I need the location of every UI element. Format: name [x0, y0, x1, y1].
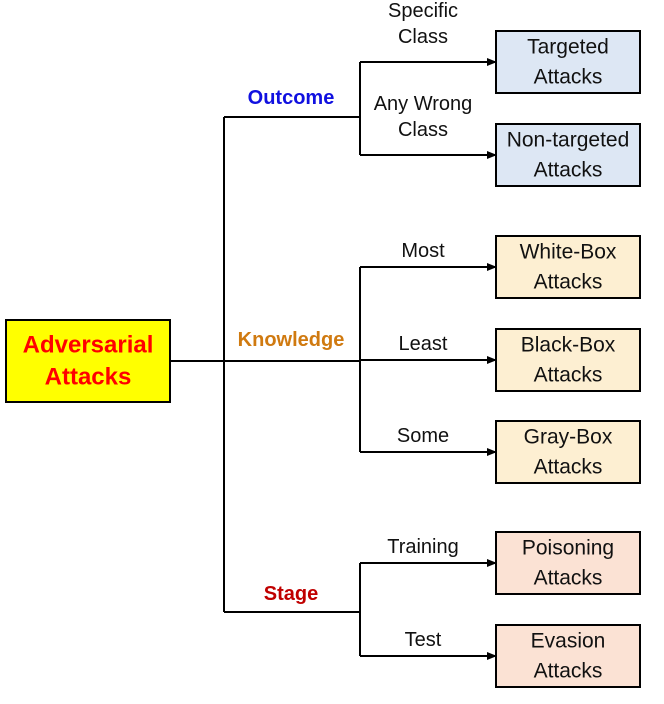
node-boxes: [5, 30, 641, 688]
category-label-stage: Stage: [264, 583, 318, 605]
leaf-node-label-line: Attacks: [534, 159, 603, 182]
connector-lines: [170, 58, 497, 660]
leaf-node-box: [495, 123, 641, 187]
edge-label-line: Some: [397, 425, 449, 447]
leaf-node-label-line: Targeted: [527, 36, 609, 59]
leaf-node-label-line: Attacks: [534, 456, 603, 479]
root-node-label-line: Attacks: [45, 364, 132, 391]
root-node-box: [5, 319, 171, 403]
edge-label-line: Most: [401, 240, 445, 262]
root-node-label-line: Adversarial: [23, 332, 154, 359]
leaf-node-label-line: Black-Box: [521, 334, 616, 357]
category-label-outcome: Outcome: [248, 87, 335, 109]
leaf-node-label-line: Attacks: [534, 66, 603, 89]
leaf-node-label-line: Evasion: [531, 630, 606, 653]
edge-label-line: Class: [398, 26, 448, 48]
edge-label-line: Specific: [388, 0, 458, 22]
edge-label-line: Training: [387, 536, 459, 558]
edge-label-line: Least: [399, 333, 448, 355]
edge-label: Most: [401, 240, 445, 262]
edge-label: Training: [387, 536, 459, 558]
edge-label: Some: [397, 425, 449, 447]
leaf-node-label-line: Non-targeted: [507, 129, 630, 152]
edge-label-line: Class: [398, 119, 448, 141]
leaf-node-label-line: Attacks: [534, 364, 603, 387]
leaf-node-label-line: Attacks: [534, 271, 603, 294]
edge-label: Test: [405, 629, 442, 651]
edge-label-line: Test: [405, 629, 442, 651]
leaf-node-label-line: Gray-Box: [524, 426, 613, 449]
leaf-node-box: [495, 420, 641, 484]
leaf-node-box: [495, 235, 641, 299]
leaf-node-label-line: White-Box: [520, 241, 617, 264]
leaf-node-label-line: Attacks: [534, 567, 603, 590]
leaf-node-label-line: Poisoning: [522, 537, 614, 560]
leaf-node-box: [495, 328, 641, 392]
leaf-node-box: [495, 531, 641, 595]
edge-label: Least: [399, 333, 448, 355]
leaf-node-label-line: Attacks: [534, 660, 603, 683]
edge-label-line: Any Wrong: [374, 93, 473, 115]
leaf-node-box: [495, 30, 641, 94]
category-label-knowledge: Knowledge: [238, 329, 345, 351]
leaf-node-box: [495, 624, 641, 688]
